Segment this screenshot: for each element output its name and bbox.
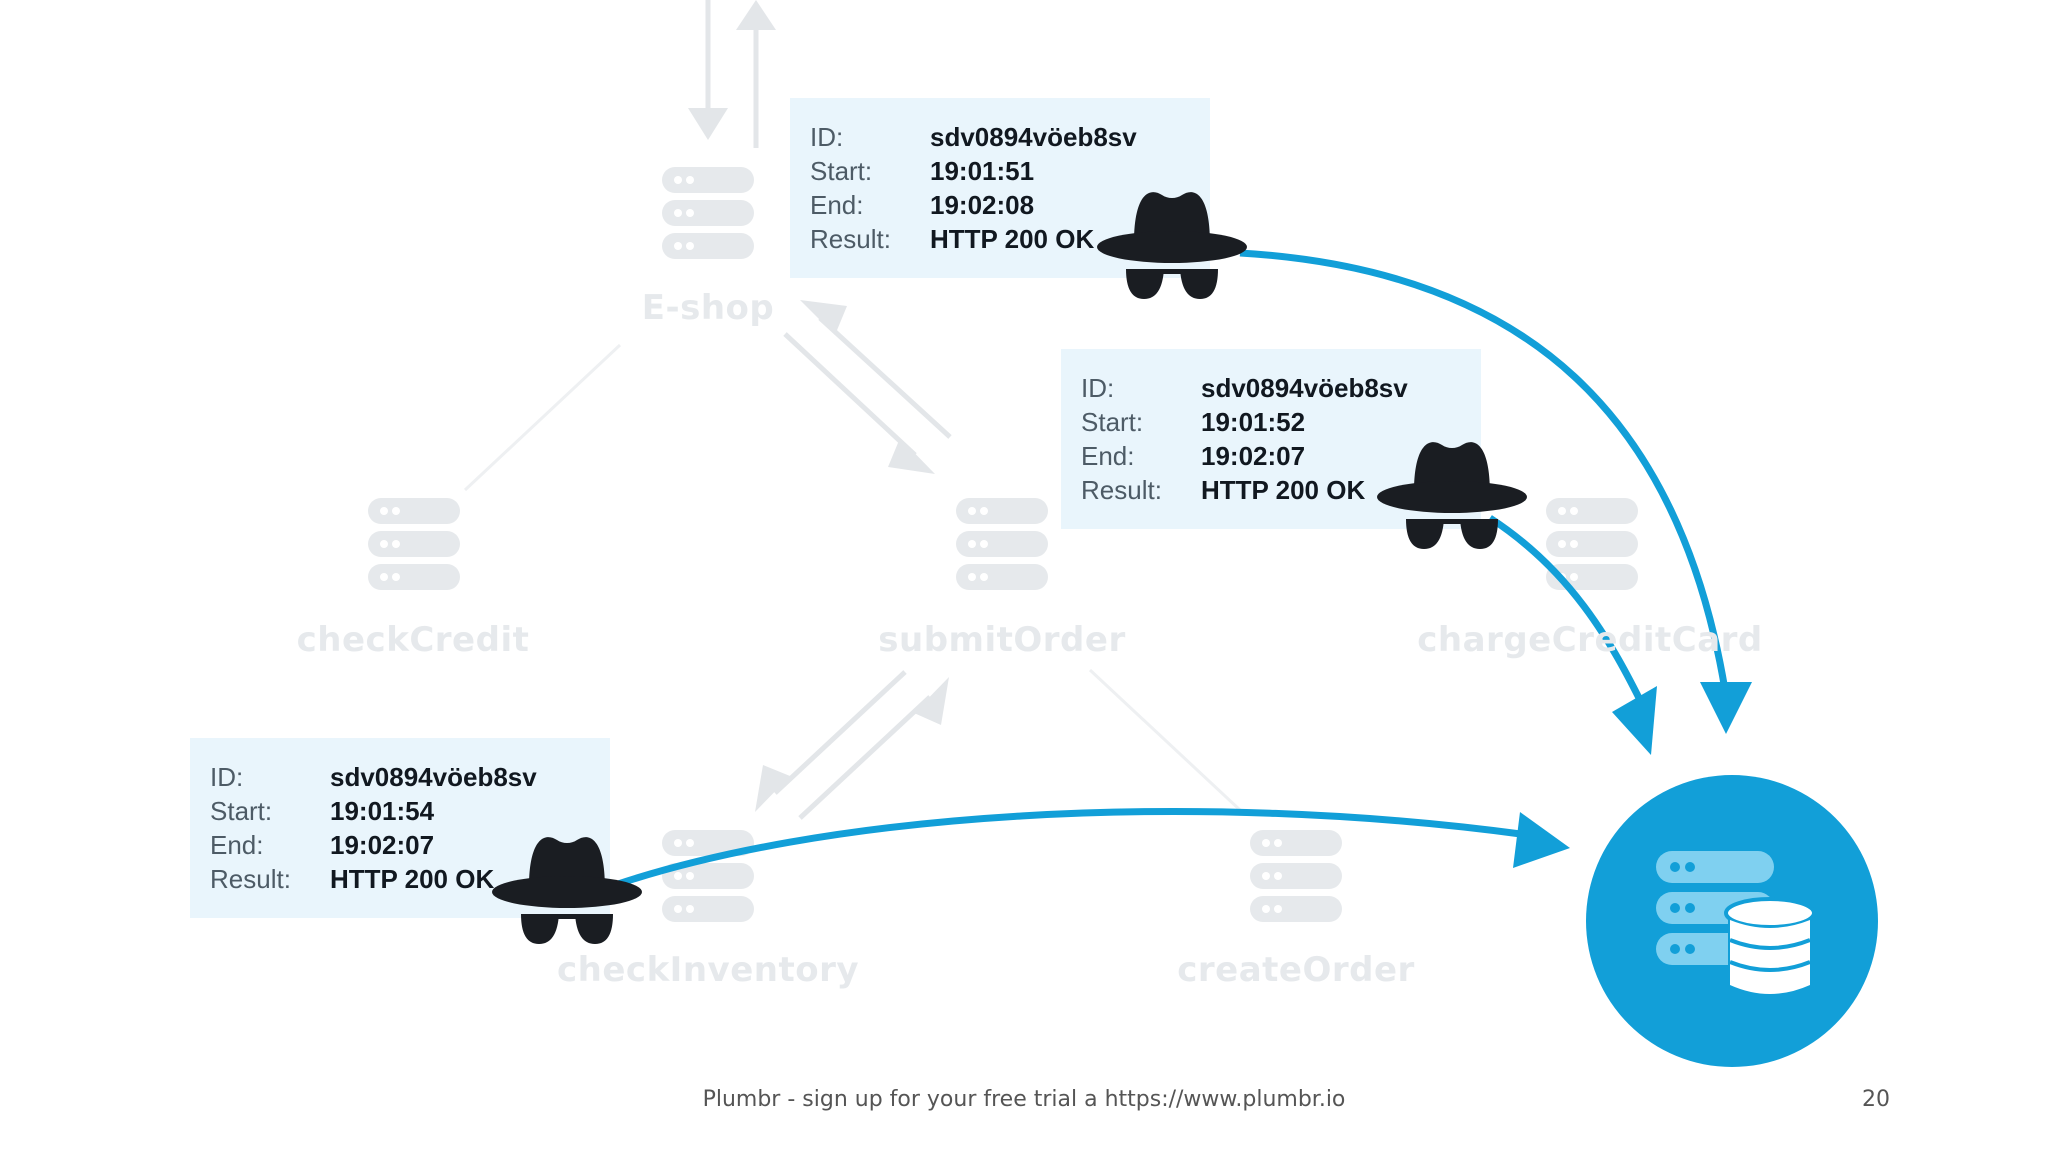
id-label: ID:: [810, 122, 844, 152]
start-time: 19:01:51: [930, 156, 1035, 186]
trace-id: sdv0894vöeb8sv: [1201, 373, 1408, 403]
service-label-charge-credit-card: chargeCreditCard: [1417, 620, 1763, 660]
start-label: Start:: [1081, 407, 1144, 437]
faded-connectors: [463, 343, 1242, 812]
end-time: 19:02:08: [930, 190, 1035, 220]
start-label: Start:: [210, 796, 273, 826]
end-label: End:: [1081, 441, 1135, 471]
result-label: Result:: [1081, 475, 1162, 505]
service-label-create-order: createOrder: [1177, 950, 1415, 990]
result-value: HTTP 200 OK: [330, 864, 495, 894]
id-label: ID:: [210, 762, 244, 792]
trace-id: sdv0894vöeb8sv: [330, 762, 537, 792]
end-time: 19:02:07: [1201, 441, 1306, 471]
start-time: 19:01:52: [1201, 407, 1306, 437]
database-servers-icon: [1586, 775, 1878, 1067]
result-value: HTTP 200 OK: [1201, 475, 1366, 505]
service-label-check-inventory: checkInventory: [556, 950, 860, 990]
end-label: End:: [810, 190, 864, 220]
start-time: 19:01:54: [330, 796, 435, 826]
trace-id: sdv0894vöeb8sv: [930, 122, 1137, 152]
page-number: 20: [1862, 1087, 1890, 1112]
end-label: End:: [210, 830, 264, 860]
trace-arrows: [593, 249, 1752, 896]
service-label-e-shop: E-shop: [641, 288, 775, 328]
spy-agent-icon: [1375, 440, 1529, 551]
result-label: Result:: [210, 864, 291, 894]
id-label: ID:: [1081, 373, 1115, 403]
result-label: Result:: [810, 224, 891, 254]
end-time: 19:02:07: [330, 830, 435, 860]
result-value: HTTP 200 OK: [930, 224, 1095, 254]
service-label-check-credit: checkCredit: [296, 620, 530, 660]
footer-text: Plumbr - sign up for your free trial a h…: [702, 1087, 1346, 1112]
spy-agent-icon: [1095, 190, 1249, 301]
service-label-submit-order: submitOrder: [878, 620, 1126, 660]
faded-arrows: [688, 0, 952, 820]
start-label: Start:: [810, 156, 873, 186]
spy-agent-icon: [490, 835, 644, 946]
